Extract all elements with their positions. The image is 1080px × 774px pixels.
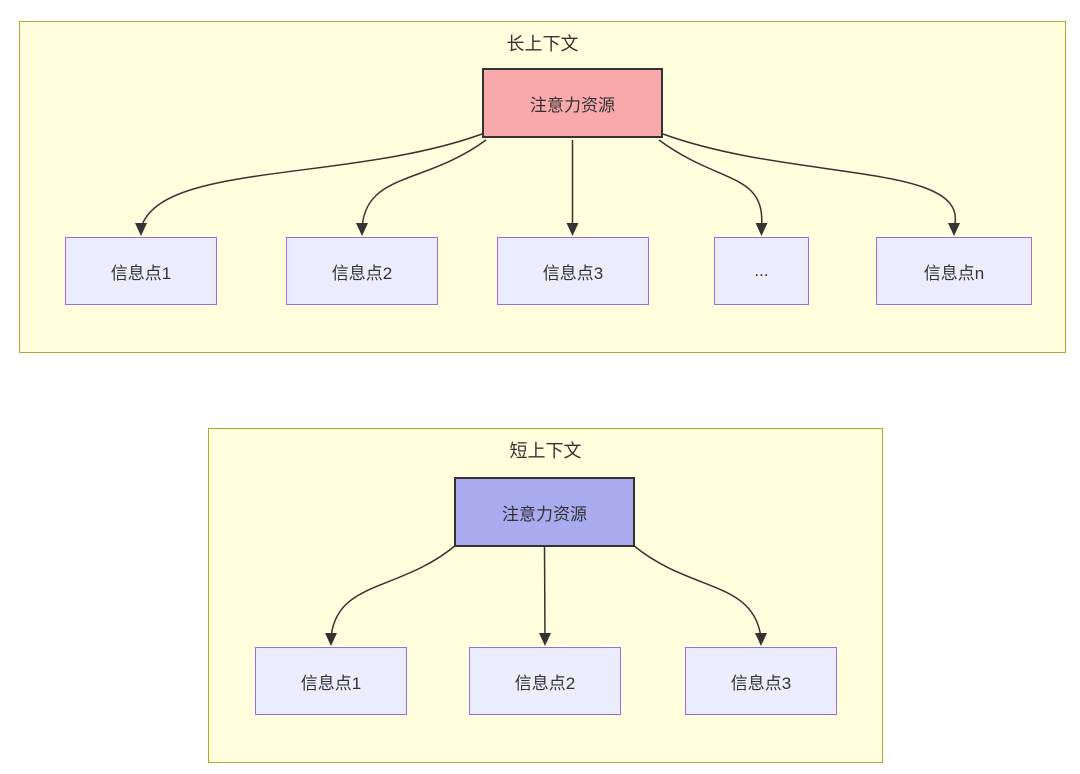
long-context-cluster-title: 长上下文 bbox=[506, 34, 579, 54]
attention-node-long: 注意力资源 bbox=[482, 68, 663, 138]
info-node-long-n: 信息点n bbox=[876, 237, 1032, 305]
info-node-short-2: 信息点2 bbox=[469, 647, 621, 715]
attention-node-short: 注意力资源 bbox=[454, 477, 635, 547]
info-node-long-ellipsis: ... bbox=[714, 237, 809, 305]
info-node-short-3: 信息点3 bbox=[685, 647, 837, 715]
info-node-short-1: 信息点1 bbox=[255, 647, 407, 715]
info-node-long-3: 信息点3 bbox=[497, 237, 649, 305]
short-context-cluster-title: 短上下文 bbox=[509, 441, 582, 461]
info-node-long-2: 信息点2 bbox=[286, 237, 438, 305]
info-node-long-1: 信息点1 bbox=[65, 237, 217, 305]
